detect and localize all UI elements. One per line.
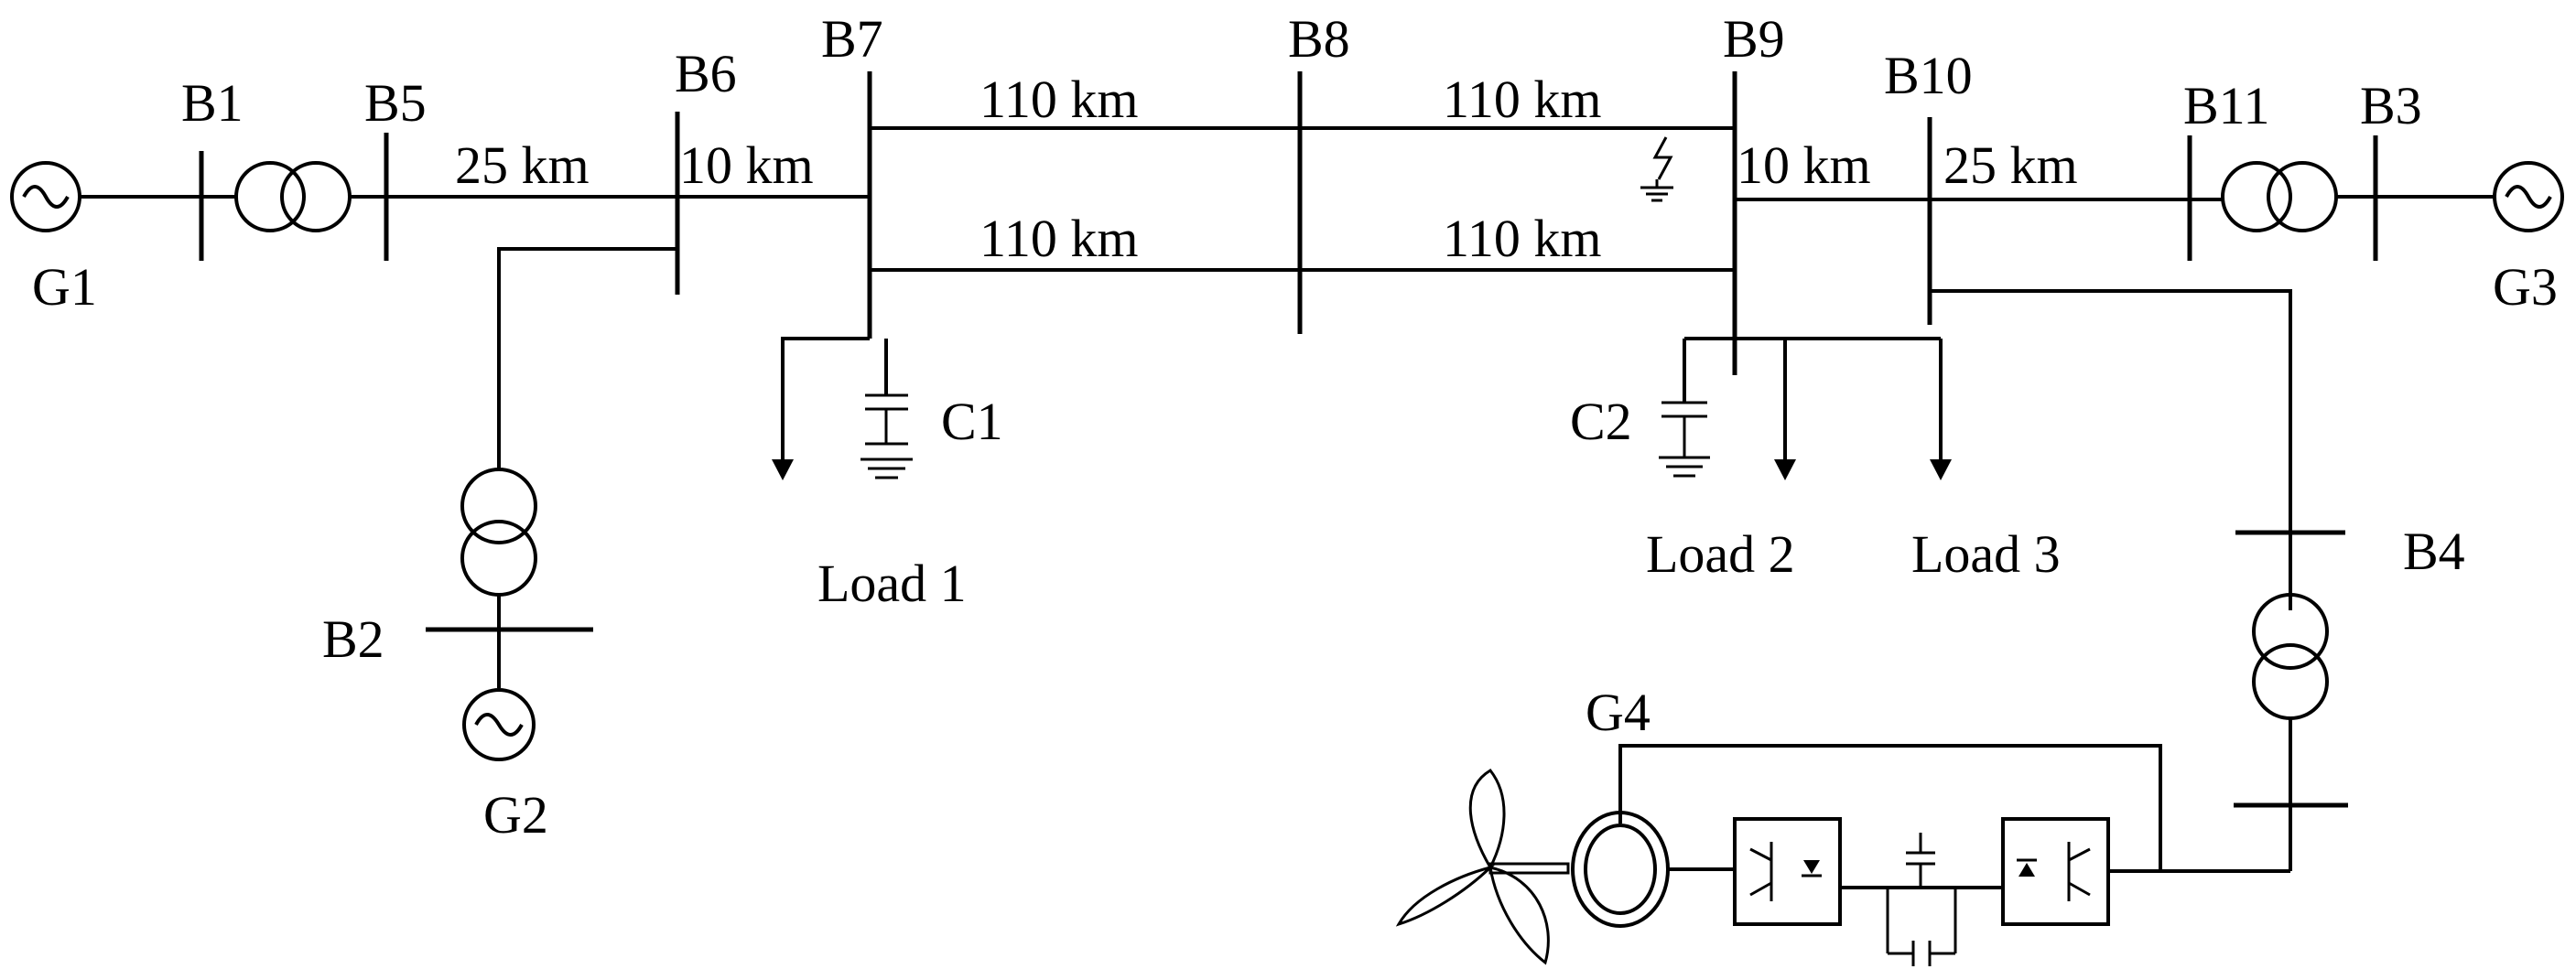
bus-label-b7: B7 [821,9,883,69]
t2-transformer-icon [460,468,537,597]
dc-link-capacitor-icon [1906,833,1935,888]
g4-generator-icon [1571,811,1670,928]
wind-turbine-icon [1395,769,1570,965]
g1-generator-icon [10,161,81,232]
t1-transformer-icon [234,161,352,232]
bus-label-b2: B2 [322,609,384,669]
b10-to-b4-feeder [1930,289,2292,610]
line-label-b7-b8-upper: 110 km [980,70,1138,129]
gen-label-g3: G3 [2493,257,2558,317]
line-label-b8-b9-upper: 110 km [1443,70,1601,129]
cap-label-c2: C2 [1570,392,1632,451]
line-label-b10-b11: 25 km [1943,135,2078,195]
load3-arrow-icon [1930,459,1952,480]
load2-arrow-icon [1774,459,1796,480]
g2-generator-icon [462,688,536,761]
line-label-b6-b7: 10 km [679,135,814,195]
line-label-b9-b10: 10 km [1737,135,1871,195]
bus-label-b1: B1 [181,73,244,133]
t4-transformer-icon [2252,593,2329,720]
bus-label-b3: B3 [2360,76,2422,135]
load1-arrow-icon [772,459,794,480]
g3-generator-icon [2493,161,2564,232]
b6-to-t2 [497,247,677,469]
bus-label-b4: B4 [2403,522,2465,581]
load-label-3: Load 3 [1911,524,2061,584]
c2-capacitor-icon [1659,401,1710,478]
bus-label-b8: B8 [1288,9,1350,69]
bus-label-b9: B9 [1723,9,1785,69]
t3-transformer-icon [2221,161,2338,232]
grid-side-converter-icon [2001,817,2110,926]
c1-capacitor-icon [860,393,913,479]
load-label-2: Load 2 [1646,524,1795,584]
bus-label-b10: B10 [1884,46,1973,105]
load-label-1: Load 1 [817,554,967,613]
g4-rotor-feedback [1618,744,2162,871]
gen-label-g2: G2 [483,785,548,845]
line-label-b8-b9-lower: 110 km [1443,209,1601,268]
fault-ground-icon [1640,136,1673,202]
gen-label-g1: G1 [32,257,97,317]
gen-label-g4: G4 [1586,683,1651,742]
line-label-b7-b8-lower: 110 km [980,209,1138,268]
cap-label-c1: C1 [941,392,1003,451]
bus-label-b5: B5 [364,73,427,133]
rotor-side-converter-icon [1733,817,1842,926]
line-label-b5-b6: 25 km [455,135,590,195]
b7-load1-feeder [781,337,870,462]
bus-label-b11: B11 [2183,76,2270,135]
bus-label-b6: B6 [675,44,737,103]
chopper-capacitor-icon [1886,888,1957,966]
